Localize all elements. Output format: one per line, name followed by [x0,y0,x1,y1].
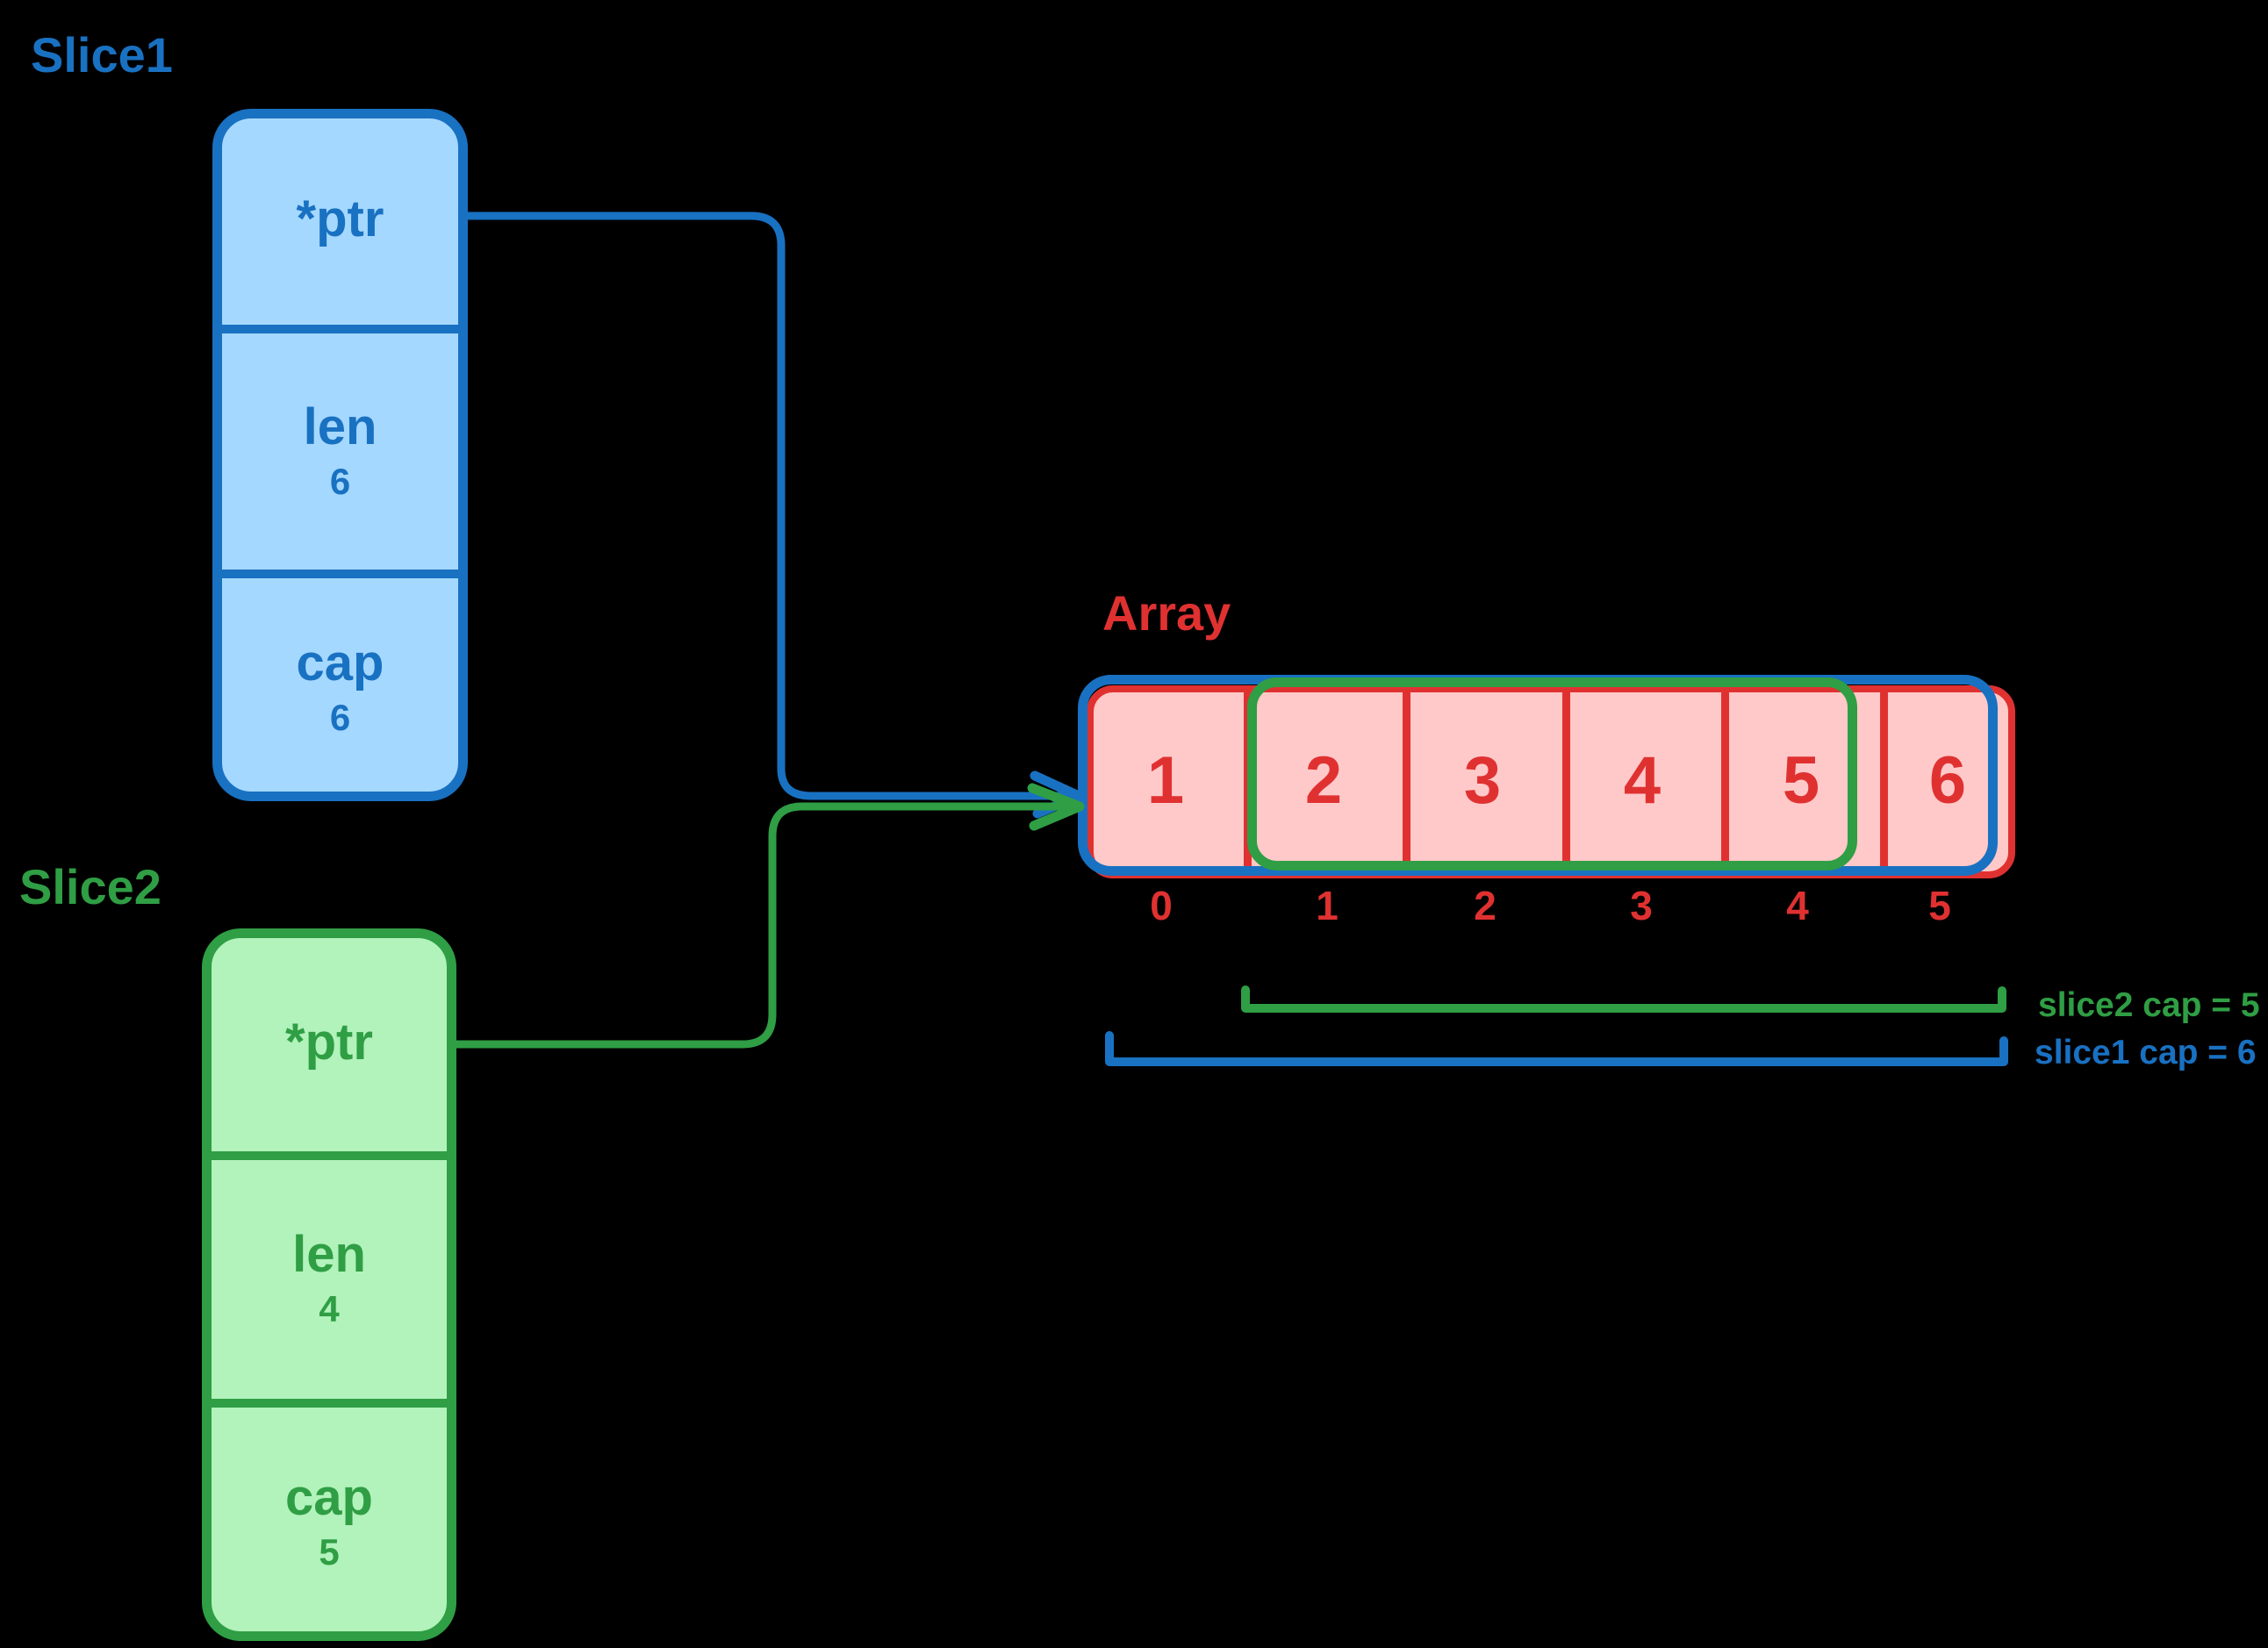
array-cell: 1 [1146,743,1185,818]
array-cell-divider [1880,690,1888,871]
slice1-cap-value: 6 [329,696,351,738]
slice2-cap-value: 5 [319,1530,340,1573]
slice2-ptr-arrowhead-icon [1027,783,1085,831]
slice2-ptr-arrow [452,802,1075,1049]
array-cell-divider [1403,690,1410,871]
slice2-len-value: 4 [319,1288,340,1329]
array-cell: 2 [1304,743,1343,818]
array-title: Array [1102,585,1231,641]
array-cell-divider [1562,690,1570,871]
array-cell: 6 [1928,743,1967,818]
slice1-ptr-label: *ptr [296,190,384,247]
slice2-ptr-label: *ptr [285,1013,373,1071]
array-index-label: 2 [1474,883,1496,928]
array-index-label: 3 [1630,883,1653,928]
array-cell: 5 [1782,743,1820,818]
slice1-field-divider [216,325,464,333]
array-cell: 3 [1463,743,1502,818]
slice1-cap-label: cap [296,634,384,691]
slice1-len-field: len 6 [212,329,468,574]
slice2-len-field: len 4 [202,1156,456,1403]
slice1-ptr-arrowhead-icon [1030,770,1084,819]
slice1-ptr-arrow [463,211,1077,800]
slice2-field-divider [205,1151,453,1160]
slice1-len-value: 6 [329,460,351,502]
slice2-ptr-field: *ptr [202,928,456,1156]
array-cell: 4 [1623,743,1662,818]
slice1-struct-box [212,109,468,801]
slice1-field-divider [216,570,464,578]
slice1-cap-bracket [1105,1031,2008,1066]
slice2-extent-outline [1247,677,1857,871]
slice1-title: Slice1 [31,27,173,82]
slice2-struct-box [202,928,456,1641]
slice1-ptr-field: *ptr [212,109,468,329]
slice2-title: Slice2 [19,859,161,914]
slice1-cap-field: cap 6 [212,574,468,801]
slice1-len-label: len [303,398,377,455]
slice2-cap-annotation: slice2 cap = 5 [2038,986,2260,1024]
array-cell-divider [1721,690,1729,871]
array-index-label: 1 [1316,883,1339,928]
slice2-len-label: len [292,1226,366,1283]
slice2-cap-field: cap 5 [202,1403,456,1641]
slice2-field-divider [205,1399,453,1408]
slice1-cap-annotation: slice1 cap = 6 [2035,1034,2257,1071]
array-box [1087,685,2015,878]
array-index-label: 4 [1786,883,1809,928]
slice2-cap-bracket [1241,985,2006,1013]
slice2-cap-label: cap [285,1468,373,1526]
array-index-label: 0 [1150,883,1173,928]
array-index-label: 5 [1928,883,1951,928]
